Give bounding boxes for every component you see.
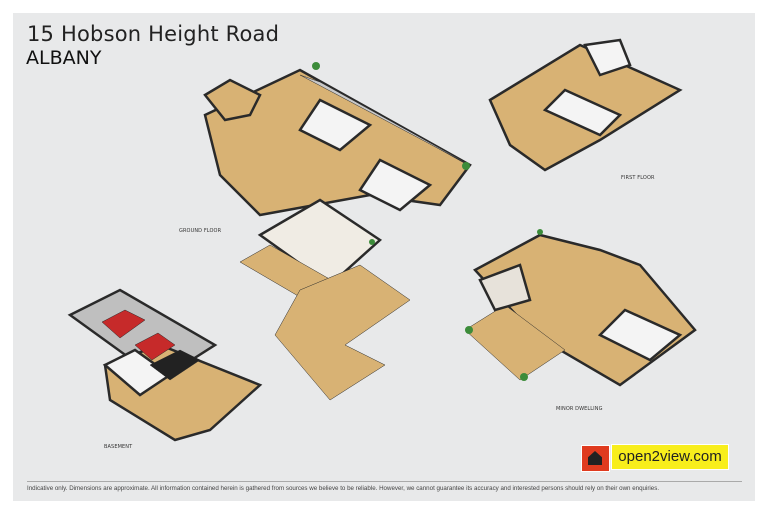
logo-text: open2view.com xyxy=(611,444,729,470)
minor-dwelling-plan xyxy=(464,233,697,387)
ground-floor-label: GROUND FLOOR xyxy=(179,228,222,234)
disclaimer-text: Indicative only. Dimensions are approxim… xyxy=(27,485,660,492)
first-floor-plan xyxy=(488,38,683,172)
first-floor-label: FIRST FLOOR xyxy=(621,175,655,181)
ground-floor-plan xyxy=(203,68,472,401)
property-address: 15 Hobson Height Road xyxy=(27,22,280,46)
minor-dwelling-label: MINOR DWELLING xyxy=(556,406,603,412)
footer-divider xyxy=(27,481,742,482)
open2view-logo: open2view.com xyxy=(581,444,729,472)
property-suburb: ALBANY xyxy=(26,47,102,69)
basement-plan xyxy=(67,288,263,442)
house-icon xyxy=(581,445,610,472)
basement-label: BASEMENT xyxy=(104,444,133,450)
plants xyxy=(312,62,543,381)
